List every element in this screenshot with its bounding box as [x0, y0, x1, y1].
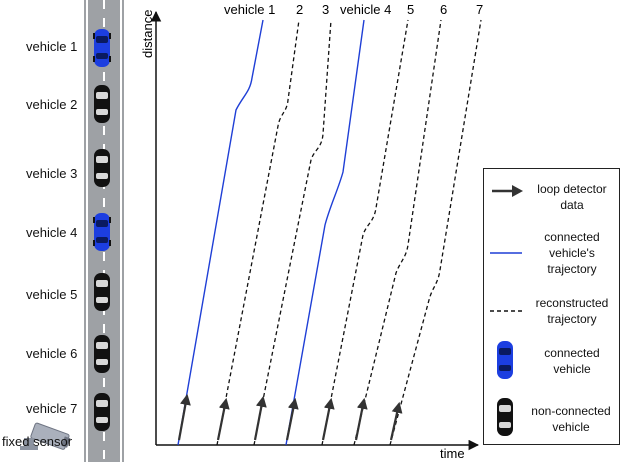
- arrow-icon: [253, 395, 267, 441]
- trajectory-label-6: 6: [440, 2, 447, 17]
- reconstructed-trajectory-7: [389, 19, 482, 446]
- arrow-icon: [216, 397, 230, 441]
- legend-non-connected-vehicle: non-connected vehicle: [531, 404, 611, 434]
- legend-reconstructed-trajectory: reconstructed trajectory: [535, 296, 609, 326]
- trajectory-label-7: 7: [476, 2, 483, 17]
- arrow-icon: [285, 397, 299, 441]
- reconstructed-trajectory-6: [353, 19, 442, 446]
- car-icon: [497, 398, 513, 436]
- legend-connected-trajectory: connected vehicle's trajectory: [544, 230, 600, 276]
- legend-dashed-line: [490, 310, 522, 312]
- car-icon: [94, 393, 110, 431]
- trajectory-label-1: vehicle 1: [224, 2, 275, 17]
- x-axis-label: time: [440, 446, 465, 461]
- car-icon: [497, 341, 513, 379]
- reconstructed-trajectory-2: [216, 19, 300, 446]
- road-edge-right: [120, 0, 122, 462]
- vehicle-label-1: vehicle 1: [26, 39, 78, 54]
- trajectory-label-3: 3: [322, 2, 329, 17]
- legend-solid-line: [490, 252, 522, 254]
- arrow-icon: [492, 185, 523, 197]
- vehicle-label-7: vehicle 7: [26, 401, 78, 416]
- car-icon: [94, 273, 110, 311]
- arrow-icon: [321, 397, 335, 441]
- legend: loop detector data connected vehicle's t…: [483, 168, 620, 445]
- car-icon: [94, 335, 110, 373]
- car-icon: [94, 149, 110, 187]
- sensor-label: fixed sensor: [2, 434, 73, 449]
- vehicle-label-5: vehicle 5: [26, 287, 78, 302]
- vehicle-label-3: vehicle 3: [26, 166, 78, 181]
- legend-connected-vehicle: connected vehicle: [544, 346, 600, 376]
- reconstructed-trajectory-3: [253, 19, 332, 446]
- trajectory-label-5: 5: [407, 2, 414, 17]
- trajectory-label-2: 2: [296, 2, 303, 17]
- road-edge-left: [86, 0, 88, 462]
- car-icon: [93, 213, 111, 251]
- y-axis-label: distance: [140, 10, 155, 58]
- arrow-icon: [177, 393, 191, 441]
- car-icon: [94, 85, 110, 123]
- sensor-camera-icon: [20, 422, 71, 450]
- arrow-icon: [389, 401, 403, 441]
- connected-trajectory-4: [285, 19, 365, 446]
- trajectory-label-4: vehicle 4: [340, 2, 391, 17]
- car-icon: [93, 29, 111, 67]
- legend-loop-detector: loop detector data: [537, 182, 607, 212]
- vehicle-label-6: vehicle 6: [26, 346, 78, 361]
- arrow-icon: [354, 397, 368, 441]
- reconstructed-trajectory-5: [321, 19, 409, 446]
- connected-trajectory-1: [177, 19, 264, 446]
- vehicle-label-4: vehicle 4: [26, 225, 78, 240]
- vehicle-label-2: vehicle 2: [26, 97, 78, 112]
